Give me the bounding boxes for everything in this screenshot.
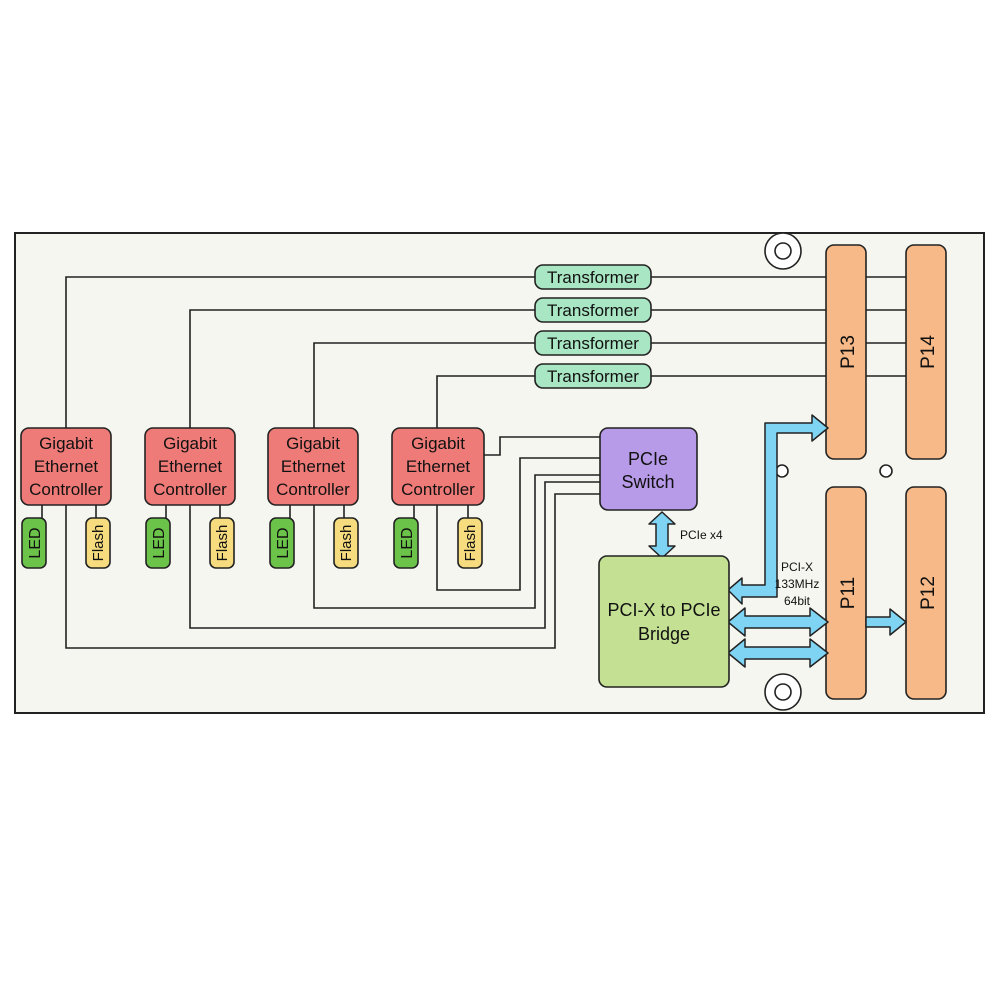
svg-text:Transformer: Transformer <box>547 334 639 353</box>
p11-to-p12-arrow <box>865 608 907 636</box>
connector-p13: P13 <box>825 244 867 460</box>
svg-text:Bridge: Bridge <box>638 624 690 644</box>
transformer-3: Transformer <box>534 330 652 356</box>
svg-text:P11: P11 <box>838 577 859 609</box>
svg-text:Gigabit: Gigabit <box>39 434 93 453</box>
svg-text:Transformer: Transformer <box>547 367 639 386</box>
svg-text:Gigabit: Gigabit <box>163 434 217 453</box>
transformer-2: Transformer <box>534 297 652 323</box>
transformer-4: Transformer <box>534 363 652 389</box>
mounting-hole-large <box>764 232 802 270</box>
svg-text:LED: LED <box>151 527 168 558</box>
connector-p14: P14 <box>905 244 947 460</box>
svg-text:Gigabit: Gigabit <box>411 434 465 453</box>
connector-p11: P11 <box>825 486 867 700</box>
pcix-bus-label: PCI-X 133MHz 64bit <box>775 560 820 608</box>
transformer-1: Transformer <box>534 264 652 290</box>
svg-text:64bit: 64bit <box>784 594 811 608</box>
led-2: LED <box>145 517 171 569</box>
svg-text:P13: P13 <box>838 335 859 369</box>
svg-text:PCI-X: PCI-X <box>781 560 813 574</box>
svg-text:Ethernet: Ethernet <box>34 457 99 476</box>
svg-text:133MHz: 133MHz <box>775 577 820 591</box>
svg-text:LED: LED <box>399 527 416 558</box>
svg-text:Flash: Flash <box>462 525 479 562</box>
connector-p12: P12 <box>905 486 947 700</box>
pcie-link-label: PCIe x4 <box>680 528 723 542</box>
svg-text:Controller: Controller <box>153 480 227 499</box>
flash-2: Flash <box>209 517 235 569</box>
svg-text:P14: P14 <box>918 335 939 369</box>
flash-4: Flash <box>457 517 483 569</box>
signal-lines <box>41 276 940 649</box>
svg-text:Controller: Controller <box>29 480 103 499</box>
bus-arrows <box>648 414 907 668</box>
led-3: LED <box>269 517 295 569</box>
svg-text:LED: LED <box>275 527 292 558</box>
svg-text:Controller: Controller <box>401 480 475 499</box>
svg-text:Flash: Flash <box>214 525 231 562</box>
pcie-switch: PCIe Switch <box>599 427 698 511</box>
ethernet-controller-1: Gigabit Ethernet Controller <box>20 427 112 506</box>
svg-text:Flash: Flash <box>90 525 107 562</box>
mounting-hole-large <box>764 673 802 711</box>
bridge-to-p11-arrow-2 <box>727 638 829 668</box>
bridge-to-p13-arrow <box>727 414 829 605</box>
pcix-to-pcie-bridge: PCI-X to PCIe Bridge <box>598 555 730 688</box>
svg-text:Transformer: Transformer <box>547 268 639 287</box>
ethernet-controller-3: Gigabit Ethernet Controller <box>267 427 359 506</box>
svg-text:Ethernet: Ethernet <box>281 457 346 476</box>
flash-1: Flash <box>85 517 111 569</box>
bridge-to-p11-arrow <box>727 607 829 637</box>
svg-text:Ethernet: Ethernet <box>158 457 223 476</box>
svg-text:PCI-X to PCIe: PCI-X to PCIe <box>607 600 720 620</box>
ethernet-controller-2: Gigabit Ethernet Controller <box>144 427 236 506</box>
flash-3: Flash <box>333 517 359 569</box>
svg-text:Transformer: Transformer <box>547 301 639 320</box>
mounting-hole-small <box>879 464 893 478</box>
svg-text:Gigabit: Gigabit <box>286 434 340 453</box>
svg-text:Ethernet: Ethernet <box>406 457 471 476</box>
svg-text:Controller: Controller <box>276 480 350 499</box>
led-4: LED <box>393 517 419 569</box>
svg-text:Flash: Flash <box>338 525 355 562</box>
svg-text:P12: P12 <box>918 576 939 610</box>
mounting-hole-small <box>775 464 789 478</box>
svg-text:Switch: Switch <box>621 472 674 492</box>
ethernet-controller-4: Gigabit Ethernet Controller <box>391 427 485 506</box>
led-1: LED <box>21 517 47 569</box>
svg-text:LED: LED <box>27 527 44 558</box>
svg-text:PCIe: PCIe <box>628 449 668 469</box>
